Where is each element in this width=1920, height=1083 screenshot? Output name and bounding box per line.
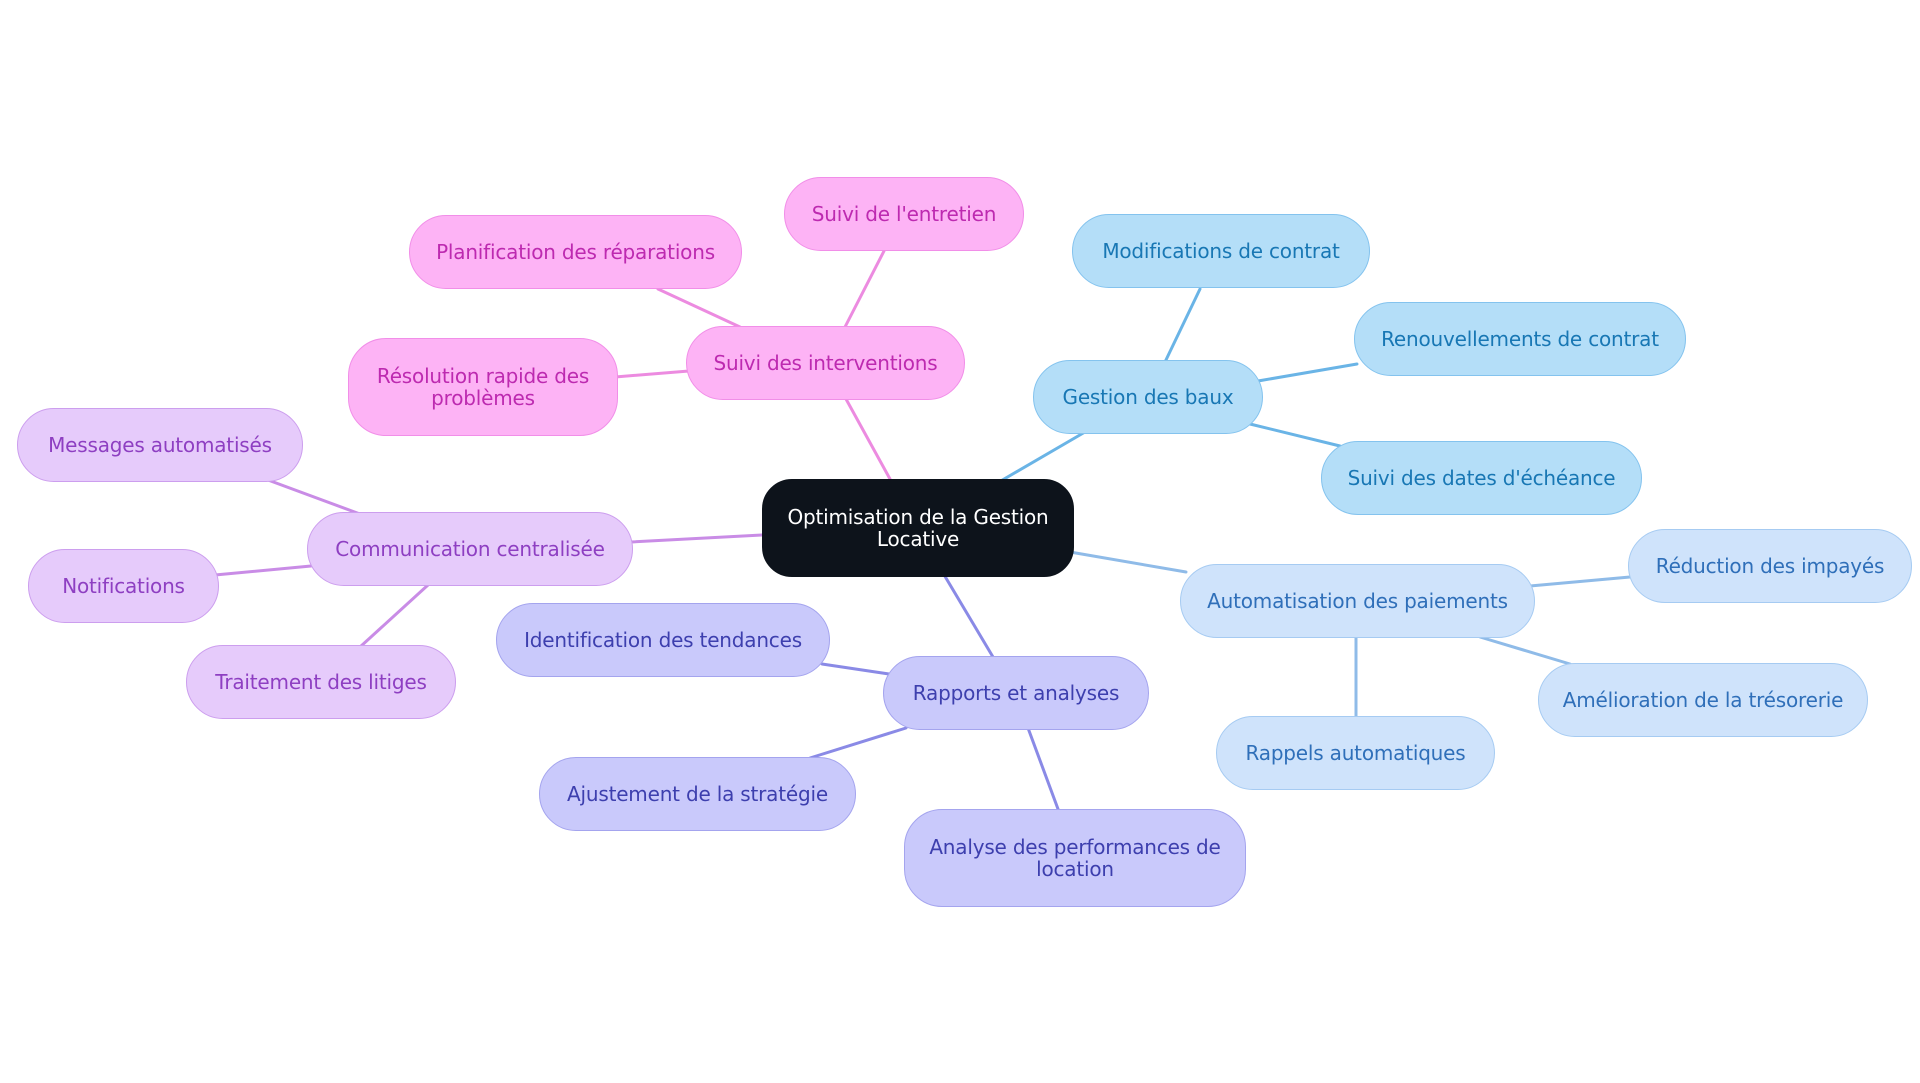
connector-rapports-10 [808, 726, 908, 760]
root-node: Optimisation de la Gestion Locative [762, 479, 1074, 577]
connector-interventions-16 [844, 397, 892, 481]
leaf-identification-tendances: Identification des tendances [496, 603, 830, 677]
leaf-traitement-litiges: Traitement des litiges [186, 645, 456, 719]
leaf-planification-reparations: Planification des réparations [409, 215, 742, 289]
connector-gestion-2 [1256, 362, 1359, 383]
branch-communication-centralisee: Communication centralisée [307, 512, 633, 586]
connector-rapports-8 [941, 571, 995, 659]
connector-interventions-17 [656, 287, 742, 329]
leaf-rappels-automatiques: Rappels automatiques [1216, 716, 1495, 790]
connector-gestion-0 [997, 430, 1087, 484]
branch-automatisation-paiements: Automatisation des paiements [1180, 564, 1535, 638]
branch-rapports-analyses: Rapports et analyses [883, 656, 1149, 730]
leaf-reduction-impayes: Réduction des impayés [1628, 529, 1912, 603]
connector-communication-14 [213, 564, 313, 577]
connector-interventions-19 [613, 369, 691, 379]
branch-gestion-des-baux: Gestion des baux [1033, 360, 1263, 434]
leaf-renouvellements-de-contrat: Renouvellements de contrat [1354, 302, 1686, 376]
connector-interventions-18 [843, 249, 886, 329]
leaf-messages-automatises: Messages automatisés [17, 408, 303, 482]
connector-communication-15 [358, 583, 430, 649]
leaf-ajustement-strategie: Ajustement de la stratégie [539, 757, 856, 831]
leaf-modifications-de-contrat: Modifications de contrat [1072, 214, 1370, 288]
leaf-notifications: Notifications [28, 549, 219, 623]
leaf-amelioration-tresorerie: Amélioration de la trésorerie [1538, 663, 1868, 737]
leaf-resolution-rapide: Résolution rapide des problèmes [348, 338, 618, 436]
connector-rapports-11 [1026, 726, 1060, 811]
connector-paiements-6 [1478, 635, 1572, 666]
connector-communication-13 [266, 478, 362, 516]
branch-suivi-interventions: Suivi des interventions [686, 326, 965, 400]
connector-gestion-1 [1163, 287, 1202, 364]
leaf-suivi-des-dates: Suivi des dates d'échéance [1321, 441, 1642, 515]
connector-gestion-3 [1248, 422, 1342, 448]
connector-rapports-9 [820, 662, 891, 676]
leaf-suivi-entretien: Suivi de l'entretien [784, 177, 1024, 251]
connector-communication-12 [629, 533, 764, 544]
connector-paiements-4 [1068, 550, 1188, 574]
leaf-analyse-performances: Analyse des performances de location [904, 809, 1246, 907]
connector-paiements-5 [1528, 575, 1632, 588]
